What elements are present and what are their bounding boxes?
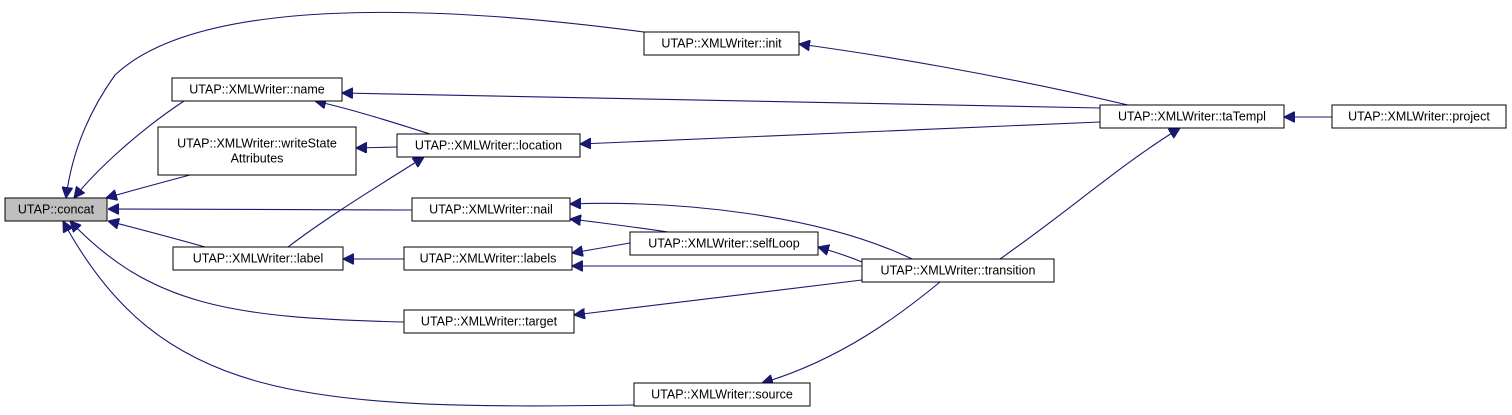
- edge-writeState-to-concat: [106, 174, 191, 198]
- edge-selfLoop-to-nail: [570, 219, 669, 233]
- node-box: [171, 77, 343, 102]
- edge-label-to-concat: [108, 221, 206, 248]
- node-box: [172, 246, 344, 271]
- node-label: UTAP::XMLWriter::label: [193, 252, 324, 266]
- node-label: UTAP::XMLWriter::source: [651, 388, 793, 402]
- node-label: UTAP::XMLWriter::name: [189, 83, 324, 97]
- node-nail[interactable]: UTAP::XMLWriter::nail: [411, 197, 571, 222]
- node-transition[interactable]: UTAP::XMLWriter::transition: [861, 258, 1055, 283]
- edge-nail-to-concat: [108, 209, 413, 210]
- edges: [63, 11, 1332, 407]
- node-box: [1331, 104, 1507, 129]
- node-box: [403, 246, 573, 271]
- node-label: UTAP::XMLWriter::nail: [429, 203, 553, 217]
- node-concat[interactable]: UTAP::concat: [4, 197, 108, 222]
- node-source[interactable]: UTAP::XMLWriter::source: [633, 382, 811, 407]
- node-label: UTAP::XMLWriter::writeState: [177, 137, 337, 151]
- node-init[interactable]: UTAP::XMLWriter::init: [643, 31, 800, 56]
- node-label: UTAP::concat: [18, 203, 95, 217]
- node-box: [861, 258, 1055, 283]
- edge-selfLoop-to-labels: [572, 242, 631, 253]
- node-location[interactable]: UTAP::XMLWriter::location: [396, 133, 581, 158]
- edge-transition-to-source: [762, 281, 941, 383]
- node-taTempl[interactable]: UTAP::XMLWriter::taTempl: [1099, 104, 1285, 129]
- edge-name-to-concat: [74, 100, 185, 198]
- node-selfLoop[interactable]: UTAP::XMLWriter::selfLoop: [629, 231, 819, 256]
- edge-label-to-location: [287, 157, 424, 248]
- node-box: [411, 197, 571, 222]
- node-label: UTAP::XMLWriter::project: [1348, 110, 1490, 124]
- node-label[interactable]: UTAP::XMLWriter::label: [172, 246, 344, 271]
- edge-taTempl-to-init: [799, 44, 1129, 106]
- node-label: UTAP::XMLWriter::target: [421, 315, 558, 329]
- edge-target-to-concat: [70, 221, 405, 323]
- node-box: [643, 31, 800, 56]
- node-box: [633, 382, 811, 407]
- edge-location-to-name: [315, 101, 431, 135]
- edge-transition-to-selfLoop: [818, 247, 863, 263]
- edge-transition-to-taTempl: [999, 128, 1180, 260]
- node-label: UTAP::XMLWriter::selfLoop: [648, 237, 799, 251]
- node-label: UTAP::XMLWriter::location: [415, 139, 562, 153]
- node-label: UTAP::XMLWriter::transition: [881, 264, 1036, 278]
- node-box: [396, 133, 581, 158]
- node-label: UTAP::XMLWriter::taTempl: [1118, 110, 1266, 124]
- edge-location-to-writeState: [356, 147, 398, 148]
- node-target[interactable]: UTAP::XMLWriter::target: [403, 309, 575, 334]
- node-name[interactable]: UTAP::XMLWriter::name: [171, 77, 343, 102]
- node-box: [403, 309, 575, 334]
- node-box: [157, 126, 357, 176]
- node-label: UTAP::XMLWriter::labels: [420, 252, 557, 266]
- edge-taTempl-to-name: [342, 93, 1101, 109]
- node-label: UTAP::XMLWriter::init: [661, 37, 782, 51]
- nodes: UTAP::concat UTAP::XMLWriter::initUTAP::X…: [4, 31, 1507, 407]
- node-box: [1099, 104, 1285, 129]
- node-box: [629, 231, 819, 256]
- edge-init-to-concat: [66, 11, 645, 198]
- edge-taTempl-to-location: [580, 121, 1101, 144]
- node-label: Attributes: [231, 152, 284, 166]
- edge-transition-to-nail: [570, 203, 913, 260]
- edge-transition-to-target: [574, 279, 863, 315]
- node-labels[interactable]: UTAP::XMLWriter::labels: [403, 246, 573, 271]
- node-project[interactable]: UTAP::XMLWriter::project: [1331, 104, 1507, 129]
- node-box: [4, 197, 108, 222]
- edge-source-to-concat: [63, 221, 635, 407]
